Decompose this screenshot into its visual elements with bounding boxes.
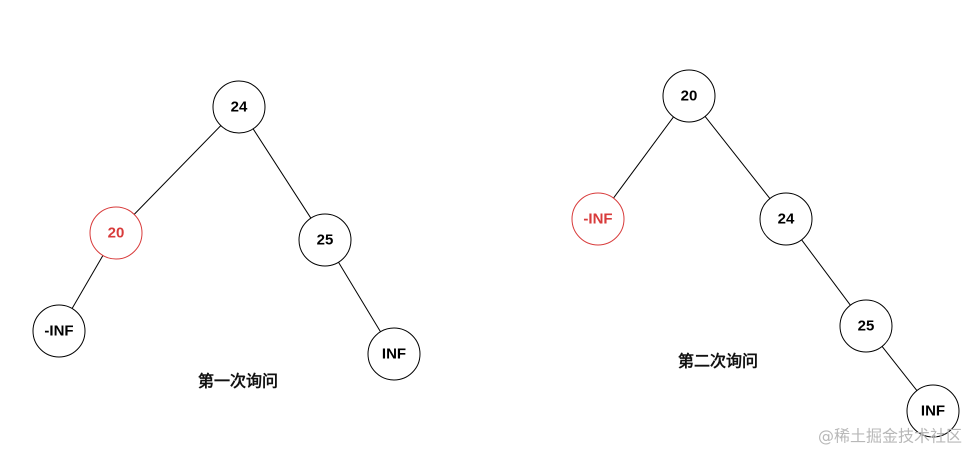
node-circle [32, 304, 86, 358]
tree-1-node-aInf: INF [367, 327, 421, 381]
node-circle [212, 80, 266, 134]
node-label: 24 [231, 99, 248, 116]
node-circle [759, 192, 813, 246]
node-circle [906, 384, 960, 438]
tree-2-node-bNinf: -INF [571, 192, 625, 246]
caption-first-query: 第一次询问 [198, 372, 278, 391]
node-label: 24 [778, 211, 795, 228]
node-label: 25 [317, 232, 334, 249]
node-label: -INF [583, 211, 612, 228]
node-circle [89, 206, 143, 260]
tree-1-edge-a25-aInf [338, 261, 381, 333]
node-circle [298, 213, 352, 267]
tree-1-node-a24: 24 [212, 80, 266, 134]
tree-1-node-aNinf: -INF [32, 304, 86, 358]
edges-layer [71, 116, 918, 391]
tree-2-edge-b20-b24 [704, 116, 771, 199]
tree-2-edge-b25-bInf [881, 346, 918, 391]
node-circle [839, 299, 893, 353]
caption-second-query: 第二次询问 [678, 352, 758, 371]
tree-2-node-b25: 25 [839, 299, 893, 353]
node-label: INF [921, 403, 945, 420]
tree-2-edge-b20-bNinf [613, 116, 674, 199]
node-label: INF [382, 346, 406, 363]
tree-1-node-a25: 25 [298, 213, 352, 267]
tree-1-edge-a24-a25 [252, 128, 312, 219]
tree-2-node-b24: 24 [759, 192, 813, 246]
node-label: -INF [44, 323, 73, 340]
watermark-text: @稀土掘金技术社区 [818, 427, 962, 446]
tree-2-node-bInf: INF [906, 384, 960, 438]
tree-2-node-b20: 20 [662, 69, 716, 123]
node-circle [571, 192, 625, 246]
node-circle [662, 69, 716, 123]
tree-1-edge-a20-aNinf [71, 255, 104, 309]
node-label: 20 [108, 225, 125, 242]
tree-2-edge-b24-b25 [801, 239, 851, 306]
node-label: 25 [858, 318, 875, 335]
tree-1-node-a20: 20 [89, 206, 143, 260]
node-label: 20 [681, 88, 698, 105]
node-circle [367, 327, 421, 381]
tree-1-edge-a24-a20 [133, 125, 222, 215]
